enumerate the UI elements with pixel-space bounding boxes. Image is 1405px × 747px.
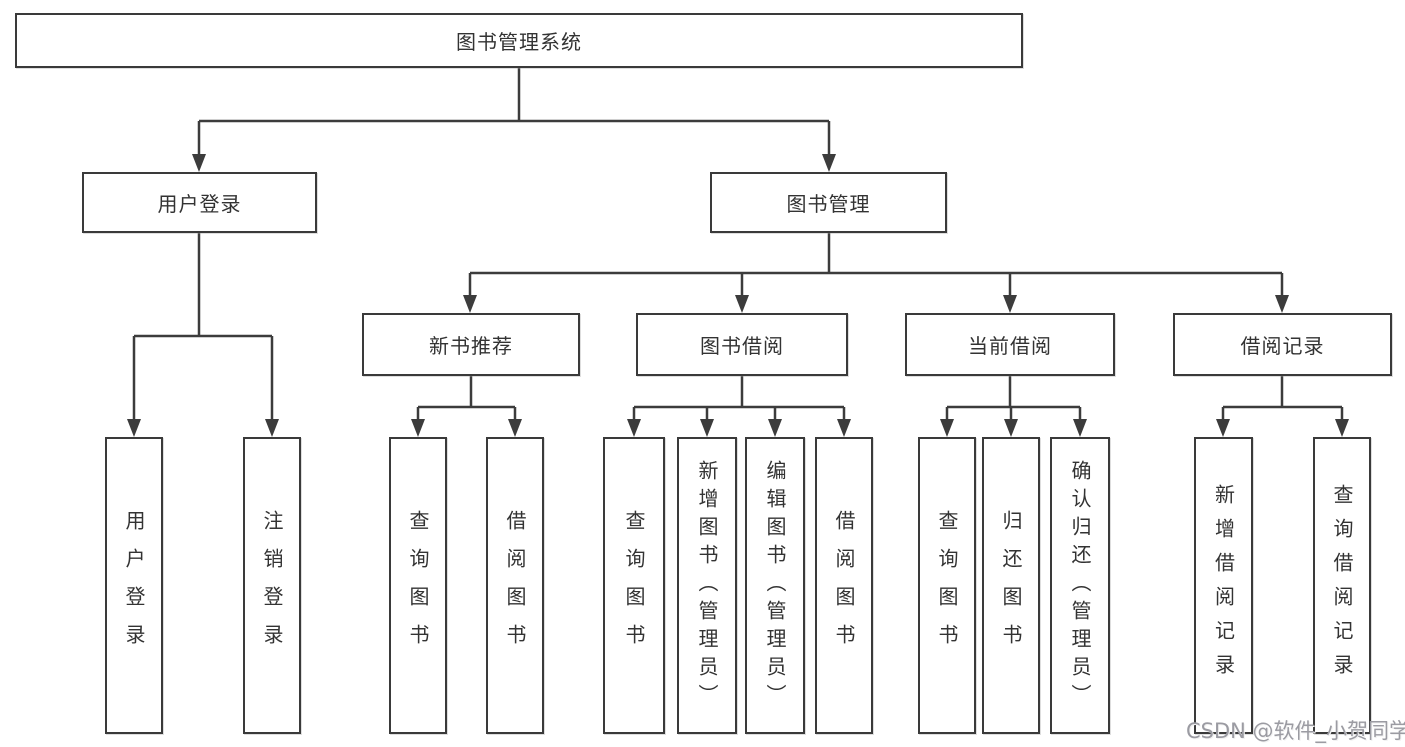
node-confirm-return-admin: 确认归还（管理员） (1050, 437, 1110, 734)
tree-branch-lines (132, 68, 1344, 421)
node-user-login-leaf: 用户登录 (105, 437, 163, 734)
node-user-login: 用户登录 (82, 172, 317, 233)
node-borrow-books: 借阅图书 (815, 437, 873, 734)
csdn-watermark: CSDN @软件_小贺同学 (1186, 719, 1405, 743)
node-newbook-borrow-books: 借阅图书 (486, 437, 544, 734)
node-query-borrow-record: 查询借阅记录 (1313, 437, 1371, 734)
node-root: 图书管理系统 (15, 13, 1023, 68)
node-edit-books-admin: 编辑图书（管理员） (745, 437, 805, 734)
node-logout: 注销登录 (243, 437, 301, 734)
node-add-borrow-record: 新增借阅记录 (1194, 437, 1253, 734)
node-borrow-records: 借阅记录 (1173, 313, 1392, 376)
node-new-book-recommend: 新书推荐 (362, 313, 580, 376)
node-book-management: 图书管理 (710, 172, 947, 233)
node-current-borrow: 当前借阅 (905, 313, 1115, 376)
node-add-books-admin: 新增图书（管理员） (677, 437, 737, 734)
node-newbook-query-books: 查询图书 (389, 437, 447, 734)
node-borrow-query-books: 查询图书 (603, 437, 665, 734)
node-book-borrow: 图书借阅 (636, 313, 848, 376)
node-current-query-books: 查询图书 (918, 437, 976, 734)
node-return-books: 归还图书 (982, 437, 1040, 734)
arrowhead-markers (127, 154, 1349, 437)
